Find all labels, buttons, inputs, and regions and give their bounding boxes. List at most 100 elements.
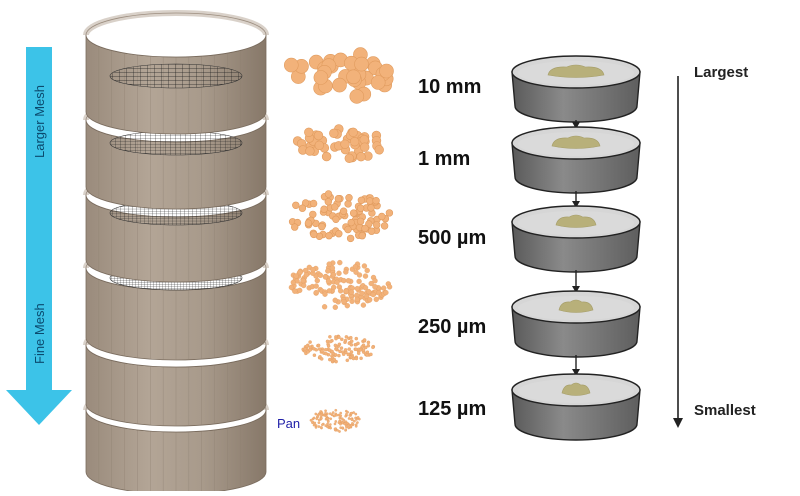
particle	[337, 342, 342, 347]
particle	[333, 353, 338, 357]
particle	[356, 152, 366, 162]
particle	[337, 335, 341, 339]
particle	[340, 139, 350, 149]
particle	[372, 197, 380, 205]
particle	[346, 410, 349, 414]
particle	[332, 297, 338, 303]
particle	[325, 278, 332, 284]
particle	[332, 357, 337, 362]
particle	[353, 269, 359, 275]
particle	[309, 418, 313, 422]
particle	[347, 218, 355, 227]
particle	[303, 272, 310, 278]
particle	[359, 356, 363, 361]
particle	[345, 278, 352, 284]
particle	[349, 89, 365, 104]
sieve-dish-3	[511, 205, 641, 273]
particle	[329, 128, 339, 139]
sieve-size-label-2: 1 mm	[418, 148, 471, 170]
particle	[345, 358, 350, 363]
particle	[342, 418, 346, 422]
particle	[346, 234, 355, 243]
particle	[338, 430, 341, 433]
particle	[354, 424, 358, 428]
particle	[349, 350, 354, 354]
particle	[369, 352, 373, 357]
particle	[325, 268, 331, 274]
sieve-size-label-4: 250 µm	[418, 316, 487, 338]
particle	[317, 418, 321, 422]
particle	[331, 203, 339, 211]
particle	[325, 417, 329, 420]
particle	[336, 428, 339, 432]
particle	[334, 195, 343, 203]
particle-cluster-1	[283, 47, 394, 104]
particle	[349, 209, 358, 217]
sieve-stack	[83, 10, 269, 495]
particle	[312, 416, 316, 420]
particle	[366, 288, 372, 295]
particle	[320, 349, 324, 353]
particle	[334, 408, 338, 412]
particle	[344, 225, 352, 234]
particle	[316, 343, 321, 348]
particle	[383, 289, 389, 296]
particle	[351, 356, 356, 361]
particle	[332, 77, 347, 93]
particle	[304, 219, 313, 227]
particle	[339, 207, 348, 215]
particle	[333, 422, 337, 426]
particle	[341, 421, 345, 425]
particle	[313, 283, 319, 289]
particle-cluster-3	[288, 190, 394, 243]
particle	[301, 282, 307, 289]
particle	[325, 339, 330, 344]
particle	[314, 277, 320, 284]
particle	[349, 298, 355, 304]
particle	[337, 259, 343, 266]
particle	[354, 56, 369, 72]
dish-connector-arrowhead-3	[572, 286, 580, 293]
particle	[319, 426, 323, 429]
particle	[293, 273, 299, 279]
particle	[357, 196, 366, 205]
dish-connector-arrowhead-1	[572, 122, 580, 129]
particle	[329, 417, 333, 421]
particle	[317, 347, 322, 351]
particle	[349, 335, 353, 340]
particle	[326, 420, 330, 423]
particle	[354, 412, 358, 416]
particle	[350, 417, 353, 421]
particle	[322, 291, 328, 297]
particle	[370, 75, 386, 90]
particle	[292, 201, 300, 210]
particle	[343, 348, 348, 352]
particle	[343, 422, 347, 426]
sieve-size-label-1: 10 mm	[418, 76, 482, 98]
particle	[334, 345, 339, 350]
particle	[306, 350, 310, 354]
particle	[334, 336, 338, 341]
particle	[331, 411, 335, 414]
particle	[350, 411, 353, 415]
particle	[320, 417, 323, 420]
particle	[356, 278, 362, 285]
particle	[352, 264, 359, 270]
particle	[324, 351, 328, 356]
particle-cluster-4	[288, 259, 393, 310]
larger-mesh-label: Larger Mesh	[32, 85, 47, 158]
particle	[361, 263, 368, 269]
particle	[373, 221, 381, 229]
particle	[335, 230, 343, 238]
dish-connector-arrowhead-4	[572, 369, 580, 376]
sediment-pile	[555, 214, 597, 228]
particle	[324, 411, 327, 415]
particle-cluster-6	[309, 408, 361, 433]
particle	[354, 356, 359, 361]
particle	[370, 291, 376, 298]
particle	[367, 204, 375, 212]
particle	[292, 288, 298, 294]
particle	[337, 288, 344, 294]
particle	[324, 424, 328, 428]
particle	[367, 227, 376, 235]
